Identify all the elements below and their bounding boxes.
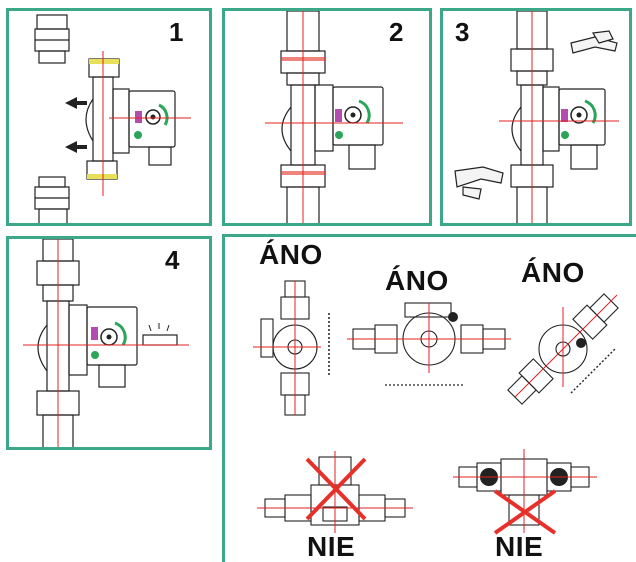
step-4-illustration — [23, 239, 189, 447]
loose-union-nut-bottom — [34, 176, 70, 223]
forbidden-label-2: NIE — [495, 531, 544, 562]
step-1-panel: 1 — [6, 8, 212, 226]
step-1-number: 1 — [169, 17, 184, 47]
wrench-icon — [454, 166, 504, 200]
allowed-label-3: ÁNO — [521, 257, 585, 288]
orientation-illustrations — [253, 280, 619, 535]
allowed-label-2: ÁNO — [385, 265, 449, 296]
forbidden-cross-icon — [493, 489, 557, 535]
pump-body — [85, 58, 176, 180]
flow-arrows — [65, 97, 87, 153]
loose-union-nut-top — [34, 14, 70, 64]
allowed-orientation-vertical — [260, 280, 318, 416]
step-2-number: 2 — [389, 17, 404, 47]
step-4-number: 4 — [165, 245, 180, 275]
step-1-illustration — [34, 14, 191, 223]
spirit-level-icon — [148, 323, 170, 332]
step-2-illustration — [265, 11, 403, 223]
forbidden-cross-icon — [305, 457, 367, 521]
step-4-panel: 4 — [6, 236, 212, 450]
orientation-panel: ÁNO ÁNO ÁNO NIE NIE — [222, 234, 636, 562]
allowed-label-1: ÁNO — [259, 239, 323, 270]
step-3-panel: 3 — [440, 8, 632, 226]
wrench-icon — [570, 30, 618, 54]
step-3-number: 3 — [455, 17, 470, 47]
step-2-panel: 2 — [222, 8, 432, 226]
forbidden-label-1: NIE — [307, 531, 356, 562]
step-3-illustration — [454, 11, 619, 223]
